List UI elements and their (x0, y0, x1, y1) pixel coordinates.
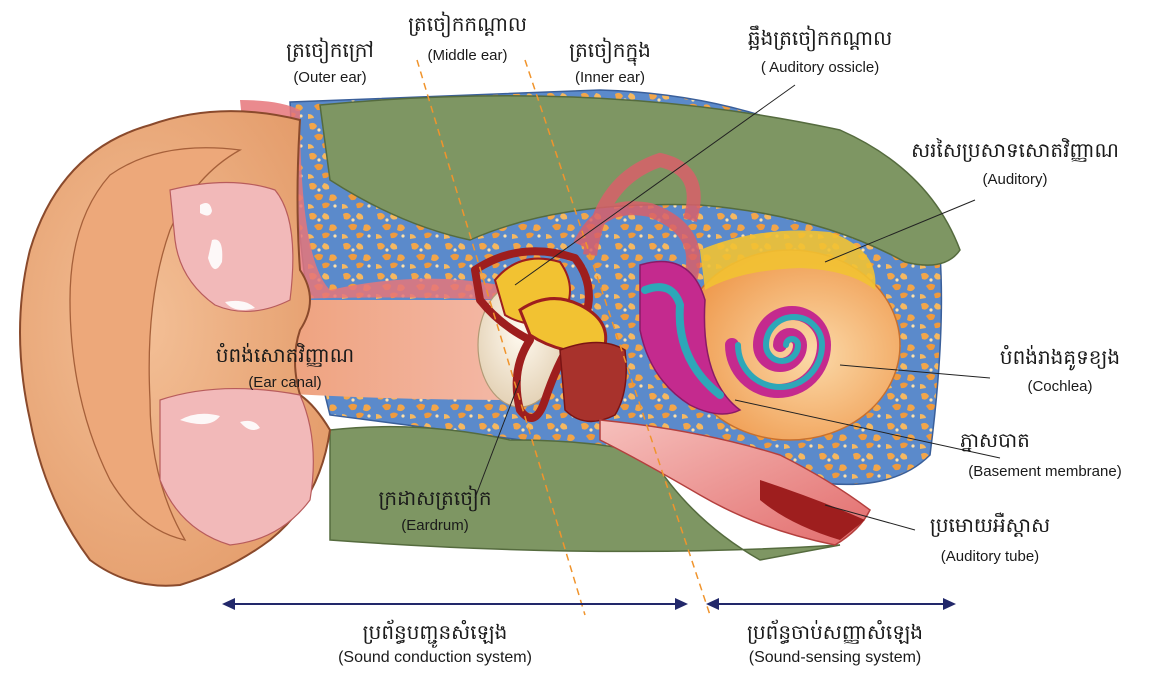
cochlea-label-en: (Cochlea) (985, 379, 1135, 394)
ear-canal-label-km: បំពង់សោតវិញ្ញាណ (195, 345, 375, 365)
ossicle-label: ឆ្អឹងត្រចៀកកណ្ដាល ( Auditory ossicle) (720, 28, 920, 75)
outer-ear-label-en: (Outer ear) (265, 70, 395, 85)
ossicle-label-km: ឆ្អឹងត្រចៀកកណ្ដាល (720, 28, 920, 48)
outer-ear-label: ត្រចៀកក្រៅ (Outer ear) (265, 40, 395, 85)
conduction-system-label-km: ប្រព័ន្ធបញ្ជូនសំឡេង (300, 622, 570, 642)
sensing-system-label-km: ប្រព័ន្ធចាប់សញ្ញាសំឡេង (710, 622, 960, 642)
conduction-system-label-en: (Sound conduction system) (300, 650, 570, 666)
conduction-system-label: ប្រព័ន្ធបញ្ជូនសំឡេង (Sound conduction sy… (300, 622, 570, 666)
middle-ear-label-km: ត្រចៀកកណ្ដាល (385, 14, 550, 34)
conduction-system-arrow (222, 598, 688, 610)
auditory-tube-label-en: (Auditory tube) (905, 549, 1075, 564)
auditory-nerve-label-en: (Auditory) (890, 172, 1140, 187)
auditory-tube-label: ប្រមោយអឺស្តាស (Auditory tube) (905, 515, 1075, 564)
basement-membrane-label-en: (Basement membrane) (950, 464, 1140, 479)
ossicle-label-en: ( Auditory ossicle) (720, 60, 920, 75)
cochlea-label: បំពង់រាងគូទខ្យង (Cochlea) (985, 347, 1135, 394)
outer-ear-label-km: ត្រចៀកក្រៅ (265, 40, 395, 60)
inner-ear-label-en: (Inner ear) (545, 70, 675, 85)
cochlea-label-km: បំពង់រាងគូទខ្យង (985, 347, 1135, 367)
eardrum-label-en: (Eardrum) (365, 518, 505, 533)
inner-ear-label: ត្រចៀកក្នុង (Inner ear) (545, 40, 675, 85)
basement-membrane-label: ភ្នាសបាត (Basement membrane) (950, 430, 1140, 479)
middle-ear-label-en: (Middle ear) (385, 48, 550, 63)
eardrum-label: ក្រដាសត្រចៀក (Eardrum) (365, 488, 505, 533)
sensing-system-arrow (706, 598, 956, 610)
ear-canal-label: បំពង់សោតវិញ្ញាណ (Ear canal) (195, 345, 375, 390)
auditory-nerve-label: សរសៃប្រសាទសោតវិញ្ញាណ (Auditory) (890, 140, 1140, 187)
eardrum-label-km: ក្រដាសត្រចៀក (365, 488, 505, 508)
ear-canal-label-en: (Ear canal) (195, 375, 375, 390)
middle-ear-label: ត្រចៀកកណ្ដាល (Middle ear) (385, 14, 550, 63)
sensing-system-label-en: (Sound-sensing system) (710, 650, 960, 666)
inner-ear-label-km: ត្រចៀកក្នុង (545, 40, 675, 60)
auditory-nerve-label-km: សរសៃប្រសាទសោតវិញ្ញាណ (890, 140, 1140, 160)
sensing-system-label: ប្រព័ន្ធចាប់សញ្ញាសំឡេង (Sound-sensing sy… (710, 622, 960, 666)
stapes (560, 343, 626, 422)
basement-membrane-label-km: ភ្នាសបាត (950, 430, 1140, 450)
auditory-tube-label-km: ប្រមោយអឺស្តាស (905, 515, 1075, 535)
